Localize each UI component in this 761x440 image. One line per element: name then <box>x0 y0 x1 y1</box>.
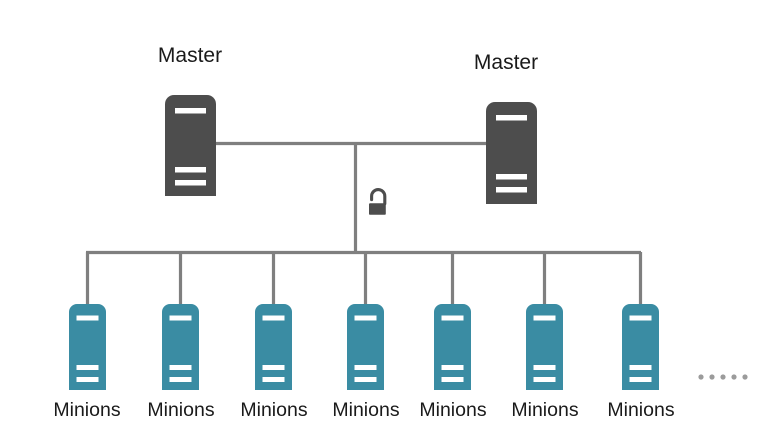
server-slot-top <box>496 115 527 121</box>
padlock-shackle <box>370 188 387 206</box>
ellipsis-dot <box>720 374 726 380</box>
minion-server-6[interactable] <box>526 304 563 390</box>
server-slot-mid <box>496 174 527 180</box>
minion-label-5: Minions <box>419 399 487 421</box>
minion-server-2[interactable] <box>162 304 199 390</box>
connector-lines <box>85 141 643 305</box>
server-slot-top <box>441 315 464 321</box>
server-slot-top <box>629 315 652 321</box>
ellipsis-dot <box>731 374 737 380</box>
server-slot-mid <box>354 365 377 370</box>
minion-server-4[interactable] <box>347 304 384 390</box>
master-server-2[interactable] <box>486 102 537 204</box>
master-label-1: Master <box>157 44 223 67</box>
server-slot-mid <box>629 365 652 370</box>
server-slot-top <box>169 315 192 321</box>
server-slot-bottom <box>629 377 652 382</box>
server-slot-bottom <box>496 187 527 193</box>
server-slot-bottom <box>169 377 192 382</box>
unlocked-padlock-icon <box>369 188 387 215</box>
minion-server-5[interactable] <box>434 304 471 390</box>
ellipsis-dot <box>698 374 704 380</box>
server-slot-bottom <box>533 377 556 382</box>
padlock-body <box>369 203 386 215</box>
minion-label-3: Minions <box>240 399 308 421</box>
minion-label-1: Minions <box>53 399 121 421</box>
server-slot-bottom <box>76 377 99 382</box>
server-slot-top <box>354 315 377 321</box>
minion-label-2: Minions <box>147 399 215 421</box>
minion-server-1[interactable] <box>69 304 106 390</box>
server-slot-bottom <box>175 180 206 186</box>
server-slot-mid <box>175 167 206 173</box>
master-label-2: Master <box>473 51 539 74</box>
server-slot-mid <box>169 365 192 370</box>
more-minions-ellipsis <box>698 374 748 380</box>
server-slot-top <box>175 108 206 114</box>
minion-server-7[interactable] <box>622 304 659 390</box>
server-slot-bottom <box>354 377 377 382</box>
ellipsis-dot <box>742 374 748 380</box>
minion-label-6: Minions <box>511 399 579 421</box>
server-slot-top <box>262 315 285 321</box>
server-slot-mid <box>533 365 556 370</box>
minion-label-4: Minions <box>332 399 400 421</box>
minion-server-3[interactable] <box>255 304 292 390</box>
server-slot-top <box>76 315 99 321</box>
server-slot-mid <box>76 365 99 370</box>
server-slot-bottom <box>441 377 464 382</box>
server-slot-mid <box>262 365 285 370</box>
server-slot-top <box>533 315 556 321</box>
server-slot-bottom <box>262 377 285 382</box>
server-slot-mid <box>441 365 464 370</box>
minion-label-7: Minions <box>607 399 675 421</box>
master-server-1[interactable] <box>165 95 216 196</box>
ellipsis-dot <box>709 374 715 380</box>
